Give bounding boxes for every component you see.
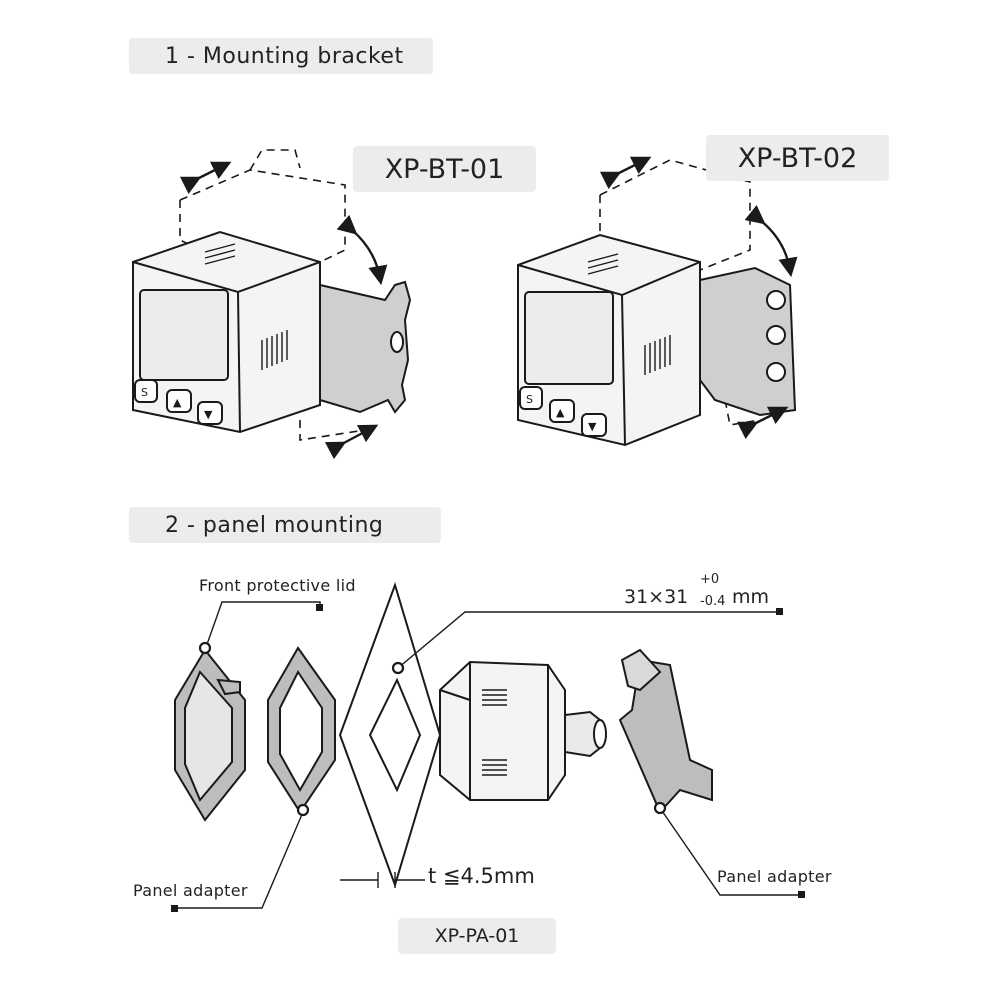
bracket-bt01 <box>319 280 412 414</box>
device-body-3 <box>439 660 566 801</box>
panel-adapter-clamp <box>618 658 713 814</box>
model-label-xp-bt-02: XP-BT-02 <box>706 135 889 181</box>
leader-markers <box>171 604 805 912</box>
device-with-bracket-bt01 <box>132 149 412 460</box>
cutout-size: 31×31 <box>624 586 689 608</box>
label-panel-adapter-left: Panel adapter <box>133 881 248 900</box>
section-title-mounting-bracket: 1 - Mounting bracket <box>129 38 433 74</box>
button-label-s: S <box>141 386 148 399</box>
model-label-xp-bt-01: XP-BT-01 <box>353 146 536 192</box>
button-label-down: ▼ <box>588 420 597 433</box>
button-label-s: S <box>526 393 533 406</box>
leader-lines <box>175 601 802 909</box>
button-label-up: ▲ <box>173 396 182 409</box>
label-panel-adapter-right: Panel adapter <box>717 867 832 886</box>
cutout-tolerance-upper: +0 <box>700 572 720 587</box>
callout-circles <box>198 641 667 817</box>
device1-button-labels: S ▲ ▼ <box>141 386 213 421</box>
section-title-panel-mounting: 2 - panel mounting <box>129 507 441 543</box>
cutout-tolerance-lower: -0.4 <box>700 594 726 609</box>
button-label-down: ▼ <box>204 408 213 421</box>
dimension-panel-cutout: 31×31 +0 -0.4 mm <box>624 572 794 616</box>
model-label-xp-pa-01: XP-PA-01 <box>398 918 556 954</box>
cutout-unit: mm <box>732 586 770 608</box>
button-label-up: ▲ <box>556 406 565 419</box>
device2-button-labels: S ▲ ▼ <box>526 393 597 433</box>
label-front-protective-lid: Front protective lid <box>199 576 356 595</box>
dimension-panel-thickness: t ≦4.5mm <box>428 864 535 888</box>
device-with-bracket-bt02 <box>517 156 798 447</box>
